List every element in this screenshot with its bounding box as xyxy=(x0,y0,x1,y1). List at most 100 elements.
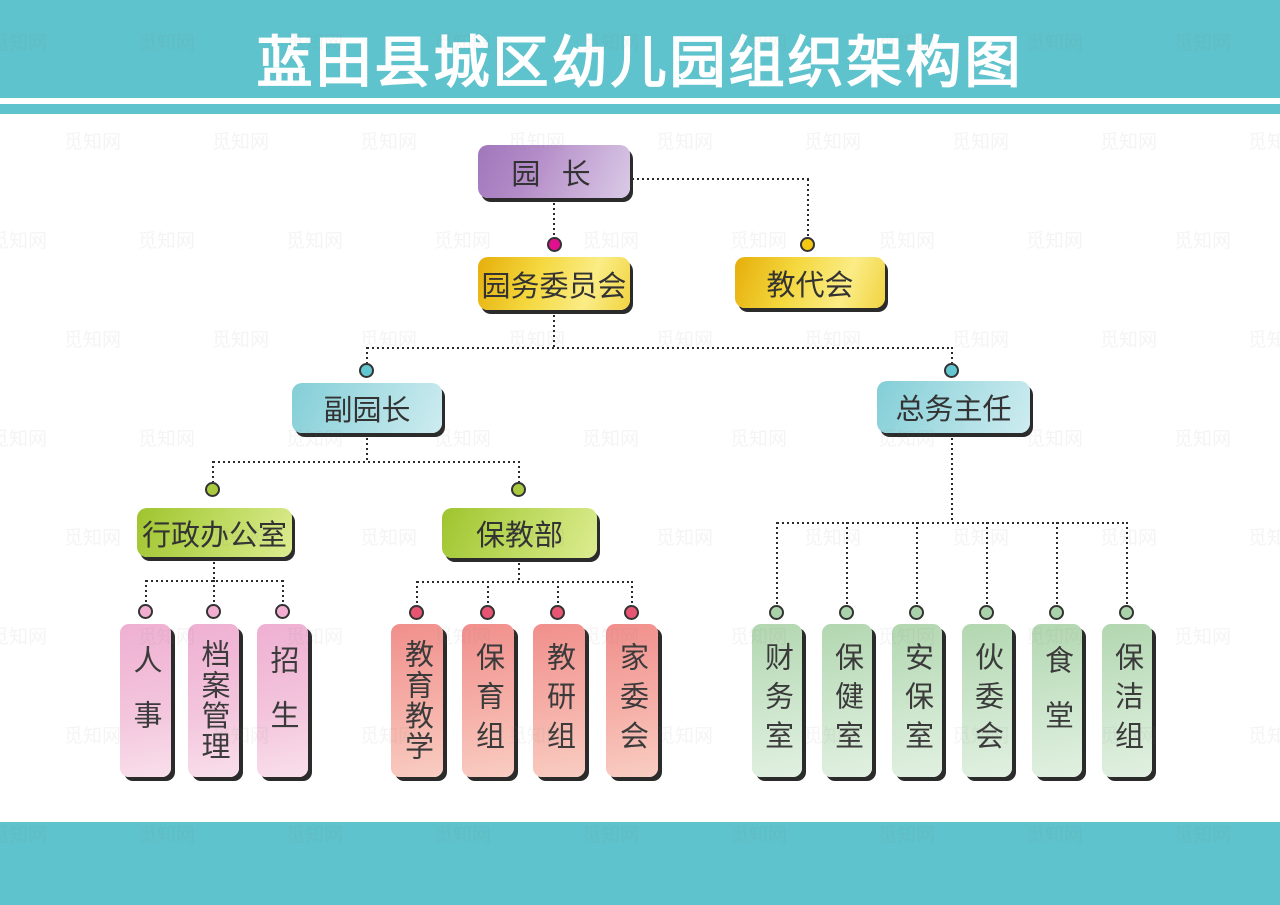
watermark-text: 觅知网 xyxy=(730,230,788,252)
watermark-text: 觅知网 xyxy=(64,329,122,351)
watermark-text: 觅知网 xyxy=(582,428,640,450)
connector-line xyxy=(213,580,215,604)
connector-line xyxy=(213,557,215,581)
watermark-text: 觅知网 xyxy=(1174,428,1232,450)
watermark-text: 觅知网 xyxy=(1026,428,1084,450)
page-title: 蓝田县城区幼儿园组织架构图 xyxy=(256,31,1024,96)
watermark-text: 觅知网 xyxy=(0,230,48,252)
connector-line xyxy=(518,461,520,482)
watermark-text: 觅知网 xyxy=(64,725,122,747)
connector-line xyxy=(417,581,633,583)
watermark-text: 觅知网 xyxy=(434,428,492,450)
node-general-affairs-director: 总务主任 xyxy=(877,381,1030,433)
connector-dot-green xyxy=(1119,605,1134,620)
footer-band xyxy=(0,822,1280,905)
watermark-text: 觅知网 xyxy=(1248,527,1280,549)
connector-line xyxy=(487,581,489,605)
watermark-text: 觅知网 xyxy=(1100,131,1158,153)
watermark-text: 觅知网 xyxy=(1248,329,1280,351)
node-committee: 园务委员会 xyxy=(478,257,630,310)
connector-dot-lime xyxy=(205,482,220,497)
node-care-education-dept: 保教部 xyxy=(442,508,597,558)
leaf-finance-office: 财务室 xyxy=(752,624,802,777)
watermark-text: 觅知网 xyxy=(804,527,862,549)
connector-line xyxy=(518,558,520,582)
connector-line xyxy=(557,581,559,605)
watermark-text: 觅知网 xyxy=(1100,329,1158,351)
connector-dot-green xyxy=(1049,605,1064,620)
connector-dot-red xyxy=(409,605,424,620)
connector-line xyxy=(282,580,284,604)
connector-line xyxy=(213,461,519,463)
watermark-text: 觅知网 xyxy=(138,230,196,252)
watermark-text: 觅知网 xyxy=(656,725,714,747)
connector-dot-magenta xyxy=(547,237,562,252)
watermark-text: 觅知网 xyxy=(952,527,1010,549)
connector-line xyxy=(916,522,918,605)
watermark-text: 觅知网 xyxy=(360,527,418,549)
connector-line xyxy=(951,347,953,363)
leaf-personnel: 人事 xyxy=(120,624,171,777)
watermark-text: 觅知网 xyxy=(64,131,122,153)
leaf-admissions: 招生 xyxy=(257,624,308,777)
leaf-teaching-research-group: 教研组 xyxy=(533,624,585,777)
connector-dot-green xyxy=(979,605,994,620)
watermark-text: 觅知网 xyxy=(1174,626,1232,648)
watermark-text: 觅知网 xyxy=(212,131,270,153)
node-principal: 园 长 xyxy=(478,145,630,198)
watermark-text: 觅知网 xyxy=(656,131,714,153)
leaf-cafeteria: 食堂 xyxy=(1032,624,1082,777)
connector-dot-red xyxy=(624,605,639,620)
connector-dot-lime xyxy=(511,482,526,497)
watermark-text: 觅知网 xyxy=(730,428,788,450)
connector-dot-teal xyxy=(359,363,374,378)
connector-line xyxy=(1126,522,1128,605)
watermark-text: 觅知网 xyxy=(360,131,418,153)
leaf-parent-committee: 家委会 xyxy=(606,624,658,777)
watermark-text: 觅知网 xyxy=(952,329,1010,351)
connector-line xyxy=(951,433,953,522)
watermark-text: 觅知网 xyxy=(878,230,936,252)
connector-line xyxy=(553,310,555,347)
watermark-text: 觅知网 xyxy=(212,329,270,351)
watermark-text: 觅知网 xyxy=(1100,527,1158,549)
connector-line xyxy=(807,179,809,236)
connector-line xyxy=(631,581,633,605)
leaf-security-room: 安保室 xyxy=(892,624,942,777)
connector-line xyxy=(212,461,214,482)
connector-dot-pink xyxy=(138,604,153,619)
connector-dot-red xyxy=(550,605,565,620)
leaf-food-committee: 伙委会 xyxy=(962,624,1012,777)
watermark-text: 觅知网 xyxy=(582,230,640,252)
connector-line xyxy=(632,178,809,180)
connector-line xyxy=(846,522,848,605)
connector-line xyxy=(367,347,953,349)
watermark-text: 觅知网 xyxy=(138,428,196,450)
watermark-text: 觅知网 xyxy=(1026,230,1084,252)
connector-line xyxy=(145,580,147,604)
connector-dot-green xyxy=(909,605,924,620)
watermark-text: 觅知网 xyxy=(0,626,48,648)
connector-line xyxy=(366,433,368,461)
watermark-text: 觅知网 xyxy=(286,230,344,252)
connector-dot-gold xyxy=(800,237,815,252)
connector-dot-pink xyxy=(206,604,221,619)
watermark-text: 觅知网 xyxy=(656,527,714,549)
watermark-text: 觅知网 xyxy=(1248,131,1280,153)
node-admin-office: 行政办公室 xyxy=(137,508,292,557)
header-stripe xyxy=(0,104,1280,114)
watermark-text: 觅知网 xyxy=(1248,725,1280,747)
node-congress: 教代会 xyxy=(735,257,885,308)
connector-line xyxy=(366,347,368,363)
node-vice-principal: 副园长 xyxy=(292,383,442,433)
connector-line xyxy=(1056,522,1058,605)
watermark-text: 觅知网 xyxy=(804,131,862,153)
connector-line xyxy=(776,522,778,605)
leaf-education-teaching: 教育教学 xyxy=(391,624,443,777)
watermark-text: 觅知网 xyxy=(434,230,492,252)
connector-dot-red xyxy=(480,605,495,620)
header-band xyxy=(0,0,1280,98)
connector-line xyxy=(986,522,988,605)
connector-line xyxy=(777,522,1128,524)
